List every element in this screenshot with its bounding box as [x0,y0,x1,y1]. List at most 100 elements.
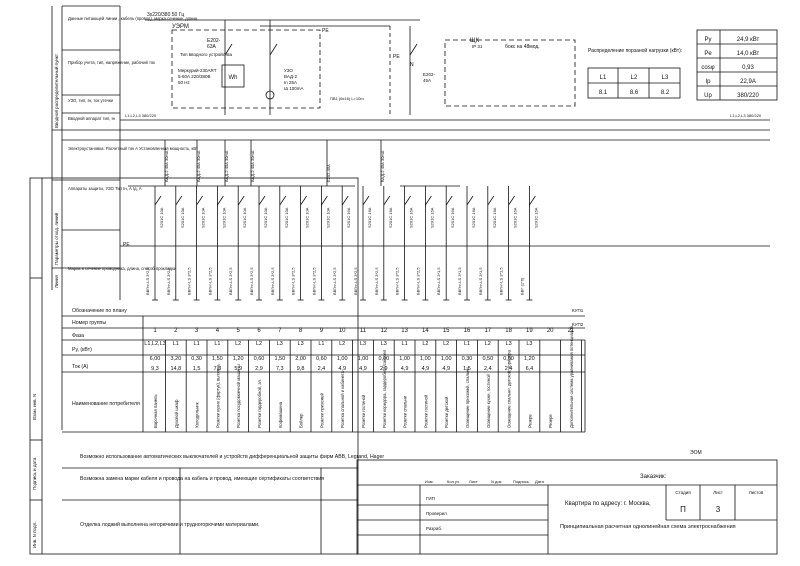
group-current: 1,5 [463,366,471,372]
group-consumer-name: Розетки спальни [403,395,408,428]
cable-label: ВВГнг-LS 3*2,5 [374,267,379,295]
group-power: 1,20 [524,356,535,362]
uzo-group-label: ВАД-2 40А 30mA [196,150,201,182]
cable-label: ВВГнг-LS 3*2,5 [145,267,150,295]
title-col-header: Лист [469,479,478,484]
left-vertical-label: Линия [54,275,59,288]
title-role: Проверил [426,511,447,516]
group-phase: L1 [402,341,408,347]
left-row-label: Данные питающей линии , кабель (провод),… [68,16,198,21]
group-number: 3 [195,328,199,334]
branch-breaker [529,195,536,206]
breaker-label: S201C 16A [492,207,497,228]
group-number: 10 [339,328,346,334]
n-label: N [410,62,414,68]
shk-box: бокс на 48мод. [505,44,540,50]
cable-label: ВВГнг-LS 3*2,5 [249,267,254,295]
load-dist-value: 8.1 [599,90,608,96]
drawing-code: ЭОМ [690,450,702,456]
shk-name: ЩК [470,38,480,44]
plan-label: Обозначение по плану [72,308,127,314]
param-value: 22,9A [740,79,756,85]
cable-label: ВВГнг-LS 3*1,5 [457,267,462,295]
group-number: 12 [380,328,387,334]
note-3: Отделка лоджий выполнена негорючими и тр… [80,521,260,528]
branch-breaker [445,195,453,206]
branch-breaker [362,195,370,206]
group-current: 1,5 [193,366,201,372]
group-phase: L2 [339,341,345,347]
cable-label: ВВГнг-LS 3*2,5 [332,267,337,295]
group-phase: L1 [214,341,220,347]
table-header: Номер группы [72,320,106,326]
branch-breaker [341,195,349,206]
group-consumer-name: Розетка спальной и кабинета [340,370,345,428]
group-consumer-name: Кофемашина [278,401,283,428]
load-dist-value: 8.6 [630,90,639,96]
load-dist-header: L1 [600,75,607,81]
left-row-label: Прибор учета, тип, напряжение, рабочий т… [68,60,155,65]
uzo-group-label: E202-40A [326,164,331,182]
group-current: 9,8 [297,366,305,372]
group-phase: L2 [485,341,491,347]
title-col-header: Изм. [425,479,434,484]
group-number: 19 [526,328,533,334]
param-value: 14,0 кВт [737,51,760,57]
branch-breaker [300,195,307,206]
uerm-label: УЭРМ [172,24,189,30]
title-col-header: N док. [491,479,502,484]
group-power: 0,30 [191,356,202,362]
group-consumer-name: Холодильник [195,402,200,428]
branch-breaker [196,195,203,206]
group-number: 20 [547,328,554,334]
load-dist-header: L3 [662,75,669,81]
group-consumer-name: Розетки коридора, гардеробной/санузел [382,349,387,428]
group-number: 15 [443,328,450,334]
group-consumer-name: Розетки гардеробной, эл. [257,379,262,428]
sheet-header: Лист [713,490,723,495]
breaker-label: S201C 16A [450,207,455,228]
note-1: Возможно использование автоматических вы… [80,453,384,460]
breaker2-rating: 45A [423,78,431,83]
param-key: Py [704,37,711,43]
branch-breaker [466,195,474,206]
breaker-label: S201C 16A [346,207,351,228]
breaker-label: S201C 10A [284,207,289,228]
left-row-label: Марка и сечение проводника, длина, спосо… [68,266,177,271]
group-current: 9,3 [151,366,159,372]
group-power: 1,00 [420,356,431,362]
group-number: 16 [464,328,471,334]
group-phase: L3 [381,341,387,347]
cable-label: ВВГнг-LS 3*2,5 [395,267,400,295]
group-power: 0,60 [378,356,389,362]
group-number: 2 [174,328,178,334]
branch-breaker [217,195,224,206]
group-consumer-name: Розетки гостиной [361,394,366,428]
branch-breaker [508,195,515,206]
breaker2-name: E202- [423,72,436,77]
group-consumer-name: Розетки детской [444,396,449,428]
kup1-label: КУП1 [572,308,584,313]
branch-breaker [425,195,432,206]
group-current: 2,4 [505,366,513,372]
group-power: 1,20 [233,356,244,362]
breaker-label: S201C 16A [367,207,372,228]
drawing-title: Принципиальная расчетная однолинейная сх… [560,523,736,530]
branch-breaker [321,195,328,206]
group-power: 6,00 [150,356,161,362]
stamp-side: Взам. инв. N [32,394,37,420]
stamp-side: Подпись и дата [32,457,37,490]
group-number: 8 [299,328,303,334]
group-consumer-name: Розетки прихожей [319,392,324,428]
breaker-label: S201C 16A [429,207,434,228]
group-consumer-name: Резерв [548,414,553,428]
branch-breaker [175,195,183,206]
group-consumer-name: Варочная панель [153,394,158,428]
group-number: 6 [257,328,261,334]
meter-model: Меркурий-230АRT [178,67,217,73]
group-power: 1,00 [358,356,369,362]
group-power: 1,00 [337,356,348,362]
group-power: 1,50 [274,356,285,362]
group-number: 4 [216,328,220,334]
